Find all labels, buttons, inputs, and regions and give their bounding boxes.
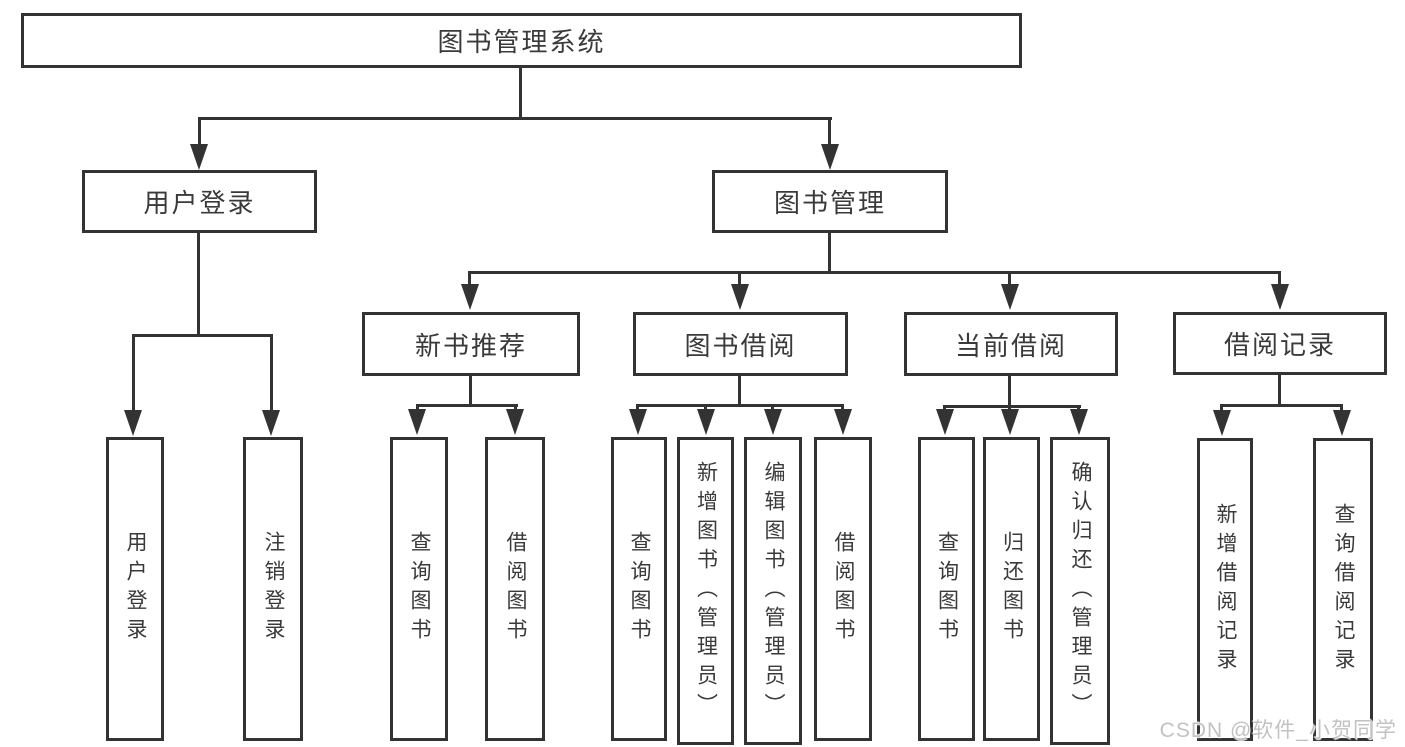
leaf-cb-query-book: 查询图书 xyxy=(918,437,975,741)
connector-book-management-stem xyxy=(828,233,831,274)
connector-drop-bb-borrow xyxy=(841,404,844,412)
leaf-bb-edit-book: 编辑图书（管理员） xyxy=(744,437,802,745)
connector-user-login-hline xyxy=(132,334,273,337)
arrowhead-bb-borrow-book xyxy=(834,409,852,435)
leaf-cb-confirm-return-label: 确认归还（管理员） xyxy=(1069,460,1092,722)
arrowhead-book-borrow xyxy=(731,284,749,310)
connector-drop-borrow-record xyxy=(1278,271,1281,286)
connector-cb-stem xyxy=(1008,376,1011,408)
connector-bb-hline xyxy=(636,404,844,407)
node-user-login: 用户登录 xyxy=(82,170,317,233)
connector-root-stem xyxy=(519,68,522,120)
watermark: CSDN @软件_小贺同学 xyxy=(1159,719,1397,742)
connector-br-hline xyxy=(1220,404,1343,407)
leaf-br-add-record: 新增借阅记录 xyxy=(1197,438,1253,741)
arrowhead-ul-logout xyxy=(262,410,280,436)
arrowhead-cb-return-book xyxy=(1001,409,1019,435)
leaf-logout: 注销登录 xyxy=(243,437,303,741)
connector-drop-cb-return xyxy=(1008,405,1011,412)
leaf-user-login: 用户登录 xyxy=(106,437,164,741)
arrowhead-book-management xyxy=(821,144,839,170)
leaf-user-login-label: 用户登录 xyxy=(124,531,147,647)
arrowhead-bb-add-book xyxy=(697,409,715,435)
connector-drop-book-borrow xyxy=(738,271,741,286)
arrowhead-current-borrow xyxy=(1001,284,1019,310)
arrowhead-br-add-record xyxy=(1213,410,1231,436)
connector-drop-br-query xyxy=(1340,404,1343,412)
arrowhead-nbr-borrow-book xyxy=(506,409,524,435)
leaf-bb-add-book: 新增图书（管理员） xyxy=(677,437,734,745)
arrowhead-borrow-record xyxy=(1271,284,1289,310)
connector-drop-bb-add xyxy=(704,404,707,412)
arrowhead-new-book-recommend xyxy=(461,284,479,310)
arrowhead-cb-query-book xyxy=(936,409,954,435)
leaf-nbr-query-book: 查询图书 xyxy=(390,437,448,741)
arrowhead-user-login xyxy=(190,144,208,170)
connector-drop-book-management xyxy=(828,117,831,147)
leaf-bb-add-book-label: 新增图书（管理员） xyxy=(694,460,718,722)
connector-nbr-hline xyxy=(416,404,518,407)
leaf-cb-query-book-label: 查询图书 xyxy=(935,531,959,647)
connector-drop-ul-user-login xyxy=(132,334,135,412)
node-book-management: 图书管理 xyxy=(712,170,948,233)
connector-cb-hline xyxy=(943,405,1081,408)
node-root: 图书管理系统 xyxy=(21,13,1022,68)
leaf-cb-return-book: 归还图书 xyxy=(983,437,1040,741)
connector-root-hline xyxy=(198,117,832,120)
connector-drop-cb-confirm xyxy=(1077,405,1080,412)
connector-drop-cb-query xyxy=(943,405,946,412)
leaf-logout-label: 注销登录 xyxy=(262,531,285,647)
connector-br-stem xyxy=(1278,374,1281,407)
leaf-bb-edit-book-label: 编辑图书（管理员） xyxy=(762,460,785,722)
connector-bb-stem xyxy=(738,376,741,407)
leaf-bb-borrow-book-label: 借阅图书 xyxy=(832,531,855,647)
arrowhead-bb-edit-book xyxy=(764,409,782,435)
connector-nbr-stem xyxy=(469,375,472,407)
connector-book-management-hline xyxy=(468,271,1281,274)
leaf-br-query-record-label: 查询借阅记录 xyxy=(1332,502,1355,677)
node-borrow-record: 借阅记录 xyxy=(1173,312,1387,375)
connector-drop-bb-edit xyxy=(771,404,774,412)
connector-drop-new-book-recommend xyxy=(468,271,471,286)
arrowhead-bb-query-book xyxy=(629,409,647,435)
connector-drop-current-borrow xyxy=(1008,271,1011,286)
leaf-br-add-record-label: 新增借阅记录 xyxy=(1214,502,1237,677)
leaf-bb-borrow-book: 借阅图书 xyxy=(814,437,872,741)
leaf-nbr-borrow-book-label: 借阅图书 xyxy=(504,531,527,647)
arrowhead-br-query-record xyxy=(1333,410,1351,436)
arrowhead-nbr-query-book xyxy=(408,409,426,435)
leaf-bb-query-book-label: 查询图书 xyxy=(628,531,651,647)
connector-user-login-stem xyxy=(197,233,200,337)
arrowhead-ul-user-login xyxy=(124,410,142,436)
node-book-borrow: 图书借阅 xyxy=(633,312,848,376)
connector-drop-nbr-query xyxy=(416,404,419,412)
leaf-bb-query-book: 查询图书 xyxy=(611,437,667,741)
leaf-cb-return-book-label: 归还图书 xyxy=(1000,531,1024,647)
connector-drop-br-add xyxy=(1220,404,1223,412)
leaf-br-query-record: 查询借阅记录 xyxy=(1313,438,1373,741)
leaf-cb-confirm-return: 确认归还（管理员） xyxy=(1050,437,1110,745)
connector-drop-bb-query xyxy=(636,404,639,412)
leaf-nbr-borrow-book: 借阅图书 xyxy=(485,437,545,741)
leaf-nbr-query-book-label: 查询图书 xyxy=(408,531,431,647)
connector-drop-ul-logout xyxy=(270,334,273,412)
connector-drop-nbr-borrow xyxy=(514,404,517,412)
node-current-borrow: 当前借阅 xyxy=(904,312,1118,376)
node-new-book-recommend: 新书推荐 xyxy=(362,312,580,376)
connector-drop-user-login xyxy=(198,117,201,147)
arrowhead-cb-confirm-return xyxy=(1070,409,1088,435)
